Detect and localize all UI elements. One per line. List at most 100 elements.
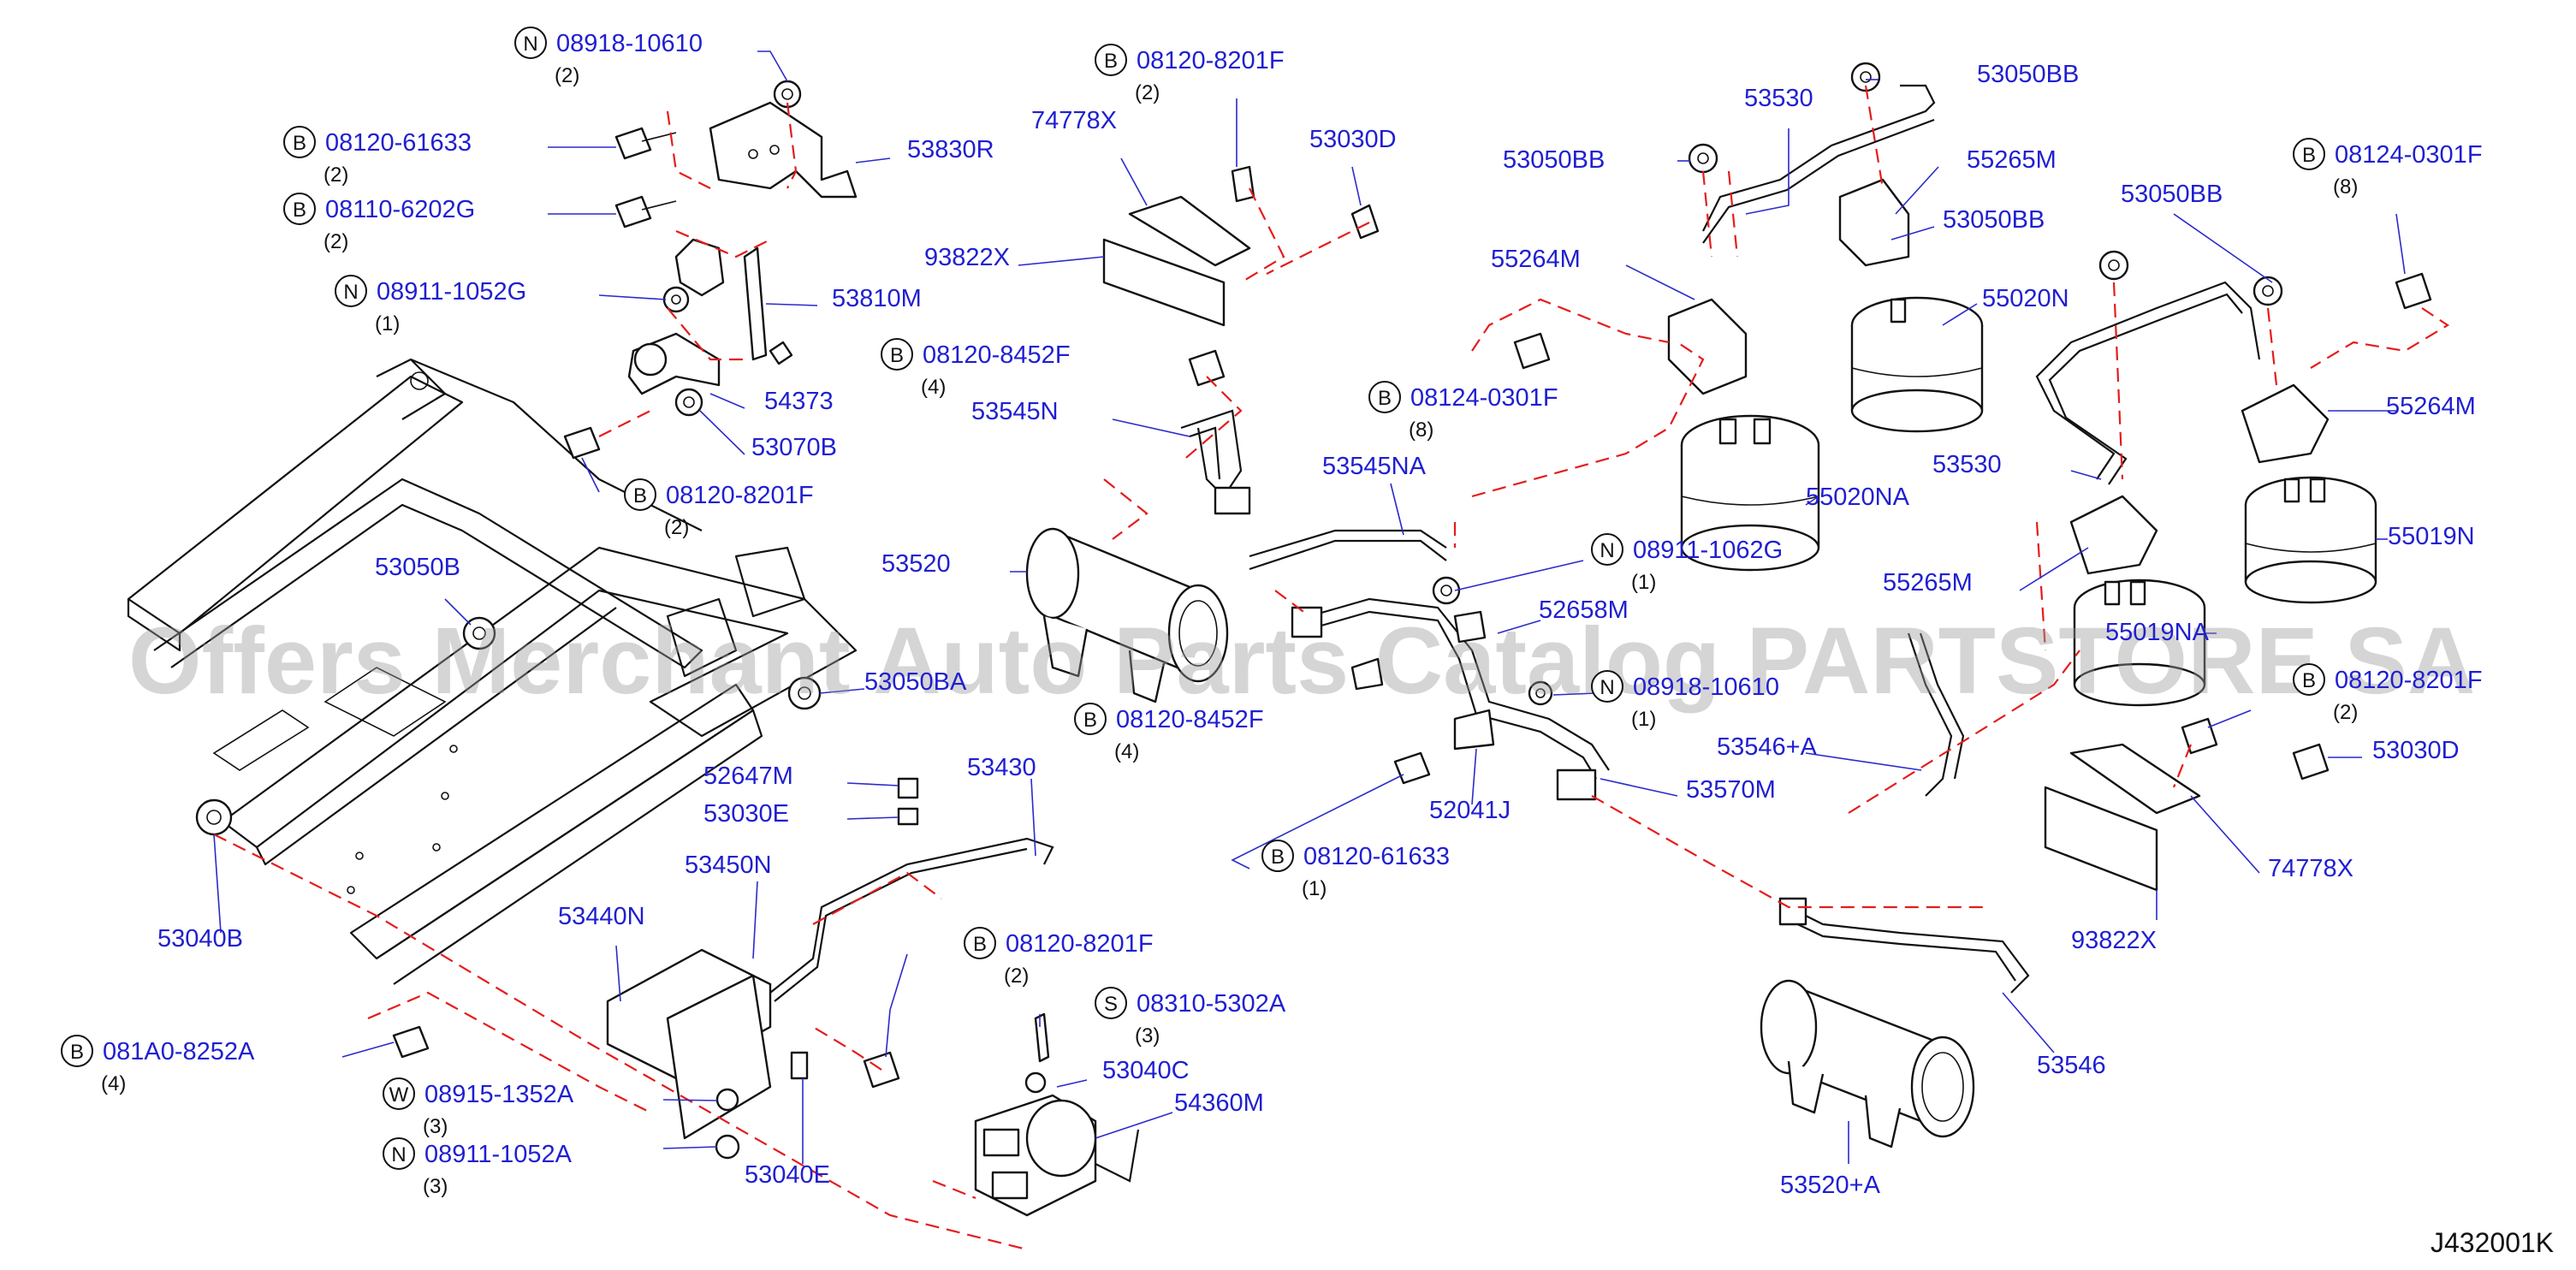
callout-c43: 53530 <box>1744 85 1813 112</box>
callout-c41: 53040C <box>1102 1057 1190 1084</box>
nut-icon <box>1432 576 1461 605</box>
washer-icon <box>662 286 690 313</box>
callout-c19: 53520 <box>881 550 951 578</box>
quantity: (4) <box>1114 740 1139 763</box>
bolt-icon <box>563 426 601 460</box>
callout-prefix: S <box>1104 993 1118 1016</box>
part-number: 55265M <box>1883 569 1973 596</box>
part-number: 53050BA <box>864 668 967 696</box>
washer-icon <box>715 1088 739 1112</box>
part-number: 53530 <box>1932 451 2002 478</box>
part-number: 53030E <box>703 800 789 828</box>
callout-c50: 55020NA <box>1806 484 1910 511</box>
nut-icon <box>2098 250 2129 281</box>
part-number: 53050BB <box>1943 206 2045 234</box>
air-compressor-54360m <box>769 837 1140 1217</box>
prefix-circle <box>624 478 656 511</box>
part-number: 08120-8201F <box>666 482 814 509</box>
part-number: 74778X <box>2268 855 2353 882</box>
callout-c14: 53030D <box>1309 126 1397 153</box>
callout-prefix: N <box>391 1143 406 1166</box>
part-number: 52647M <box>703 763 793 790</box>
callout-c56: 55265M <box>1883 569 1973 596</box>
part-number: 53546+A <box>1717 733 1818 761</box>
part-number: 53040E <box>745 1161 830 1189</box>
part-number: 53440N <box>558 903 645 930</box>
prefix-circle <box>1074 703 1107 735</box>
part-number: 53040B <box>157 925 243 952</box>
callout-c49: 55020N <box>1982 285 2069 312</box>
assembly-lines <box>213 85 2450 1251</box>
callout-c13: 74778X <box>1031 107 1117 134</box>
quantity: (2) <box>2333 701 2358 724</box>
part-number: 93822X <box>924 244 1010 271</box>
callout-c11: 53050BA <box>864 668 967 696</box>
part-number: 53520 <box>881 550 951 578</box>
callout-c38: 53040E <box>745 1161 830 1189</box>
mounting-plates <box>1102 195 2201 892</box>
vehicle-frame <box>127 358 858 985</box>
callout-prefix: B <box>1378 387 1392 410</box>
part-number: 53040C <box>1102 1057 1190 1084</box>
callout-prefix: B <box>1271 846 1285 869</box>
callout-c34: 53040B <box>157 925 243 952</box>
prefix-circle <box>2293 663 2325 696</box>
quantity: (2) <box>664 516 689 539</box>
bolt-icon <box>1231 165 1255 203</box>
diagram-code: J432001K <box>2431 1227 2554 1258</box>
quantity: (1) <box>1631 571 1656 594</box>
part-number: 08120-8201F <box>1137 47 1285 74</box>
nut-icon <box>2253 276 2283 306</box>
part-number: 53810M <box>832 285 922 312</box>
part-number: 08120-61633 <box>325 129 472 157</box>
callout-prefix: B <box>2302 144 2316 167</box>
bolt-icon <box>2292 743 2330 780</box>
callout-c55: 55019N <box>2388 523 2475 550</box>
callout-c44: 53050BB <box>1977 61 2079 88</box>
prefix-circle <box>61 1035 93 1067</box>
washer-icon <box>1528 680 1553 706</box>
air-spring-55019na <box>2073 579 2206 707</box>
part-number: 55264M <box>1491 246 1581 273</box>
callout-prefix: B <box>1083 709 1097 732</box>
quantity: (1) <box>1631 708 1656 731</box>
prefix-circle <box>283 126 316 158</box>
prefix-circle <box>1591 670 1623 703</box>
prefix-circle <box>514 27 547 59</box>
quantity: (2) <box>323 230 348 253</box>
callout-c06: 53810M <box>832 285 922 312</box>
callout-c59: 53030D <box>2372 737 2460 764</box>
prefix-circle <box>1261 840 1294 872</box>
quantity: (2) <box>555 64 579 87</box>
part-number: 53830R <box>907 136 994 163</box>
part-number: 08310-5302A <box>1137 990 1286 1018</box>
callout-c63: 53520+A <box>1780 1172 1881 1199</box>
prefix-circle <box>881 338 913 371</box>
callout-c27: 52041J <box>1429 797 1511 824</box>
bolt-icon <box>1188 349 1226 387</box>
part-number: 08120-8201F <box>2335 667 2483 694</box>
bolt-icon <box>614 195 677 228</box>
bolt-icon <box>1034 1012 1050 1063</box>
part-number: 53520+A <box>1780 1172 1881 1199</box>
callout-c33: 53440N <box>558 903 645 930</box>
prefix-circle <box>964 927 996 959</box>
part-number: 08120-61633 <box>1303 843 1450 870</box>
quantity: (3) <box>423 1115 448 1138</box>
prefix-circle <box>1368 381 1401 413</box>
part-number: 53030D <box>2372 737 2460 764</box>
prefix-circle <box>383 1077 415 1110</box>
prefix-circle <box>335 275 367 307</box>
quantity: (4) <box>921 376 946 399</box>
callout-c05: 53830R <box>907 136 994 163</box>
air-lines-front <box>1180 409 1610 801</box>
